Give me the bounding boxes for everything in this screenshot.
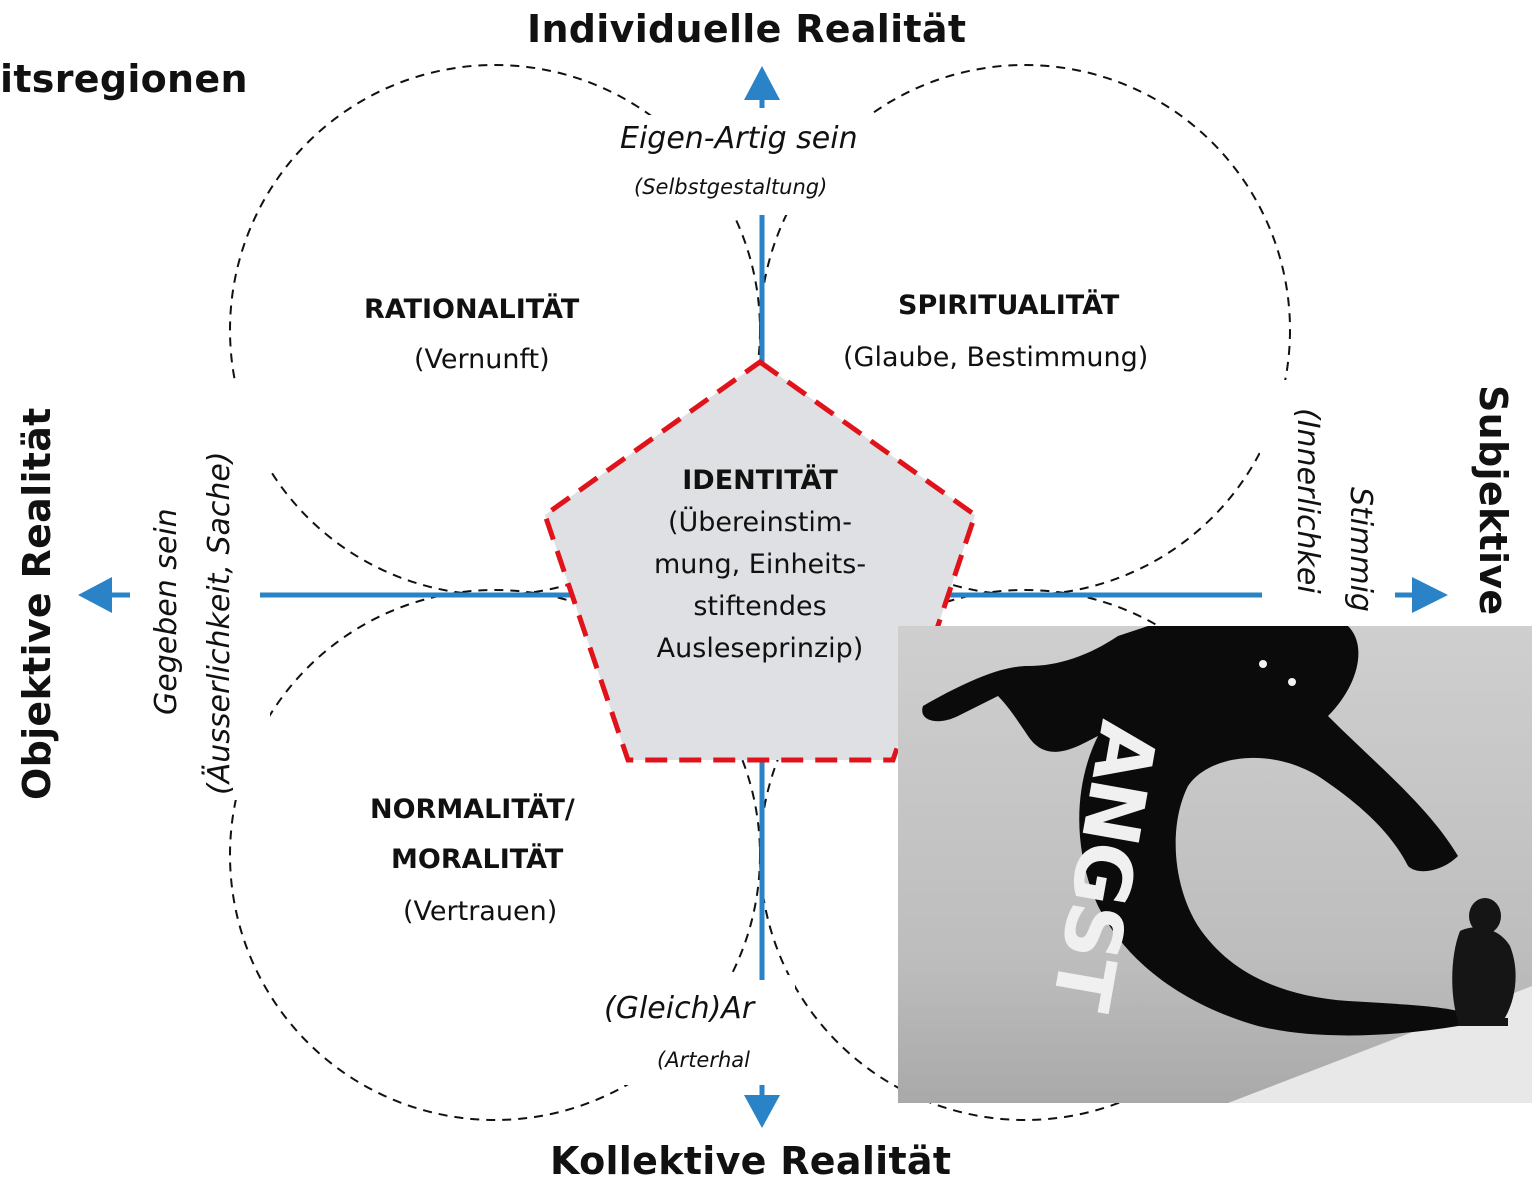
axis-note-left-sub: (Äusserlichkeit, Sache) [202,451,237,795]
axis-note-bottom-main: (Gleich)Ar [604,991,755,1026]
axis-label-top: Individuelle Realität [527,7,967,51]
arrow-up [744,66,780,100]
shadow-monster-shape [922,626,1458,1036]
axis-note-right-main: Stimmig [1343,487,1378,612]
axis-label-bottom: Kollektive Realität [550,1139,952,1183]
identity-line: stiftendes [693,591,827,622]
identity-line: (Übereinstim- [668,507,852,538]
identity-line: Ausleseprinzip) [656,633,864,664]
axis-note-bottom-sub: (Arterhal [657,1048,750,1072]
identity-text-block: IDENTITÄT (Übereinstim- mung, Einheits- … [590,460,930,670]
region-spiritualitaet-title: SPIRITUALITÄT [898,290,1120,321]
axis-note-top-sub: (Selbstgestaltung) [634,175,828,199]
axis-label-left: Objektive Realität [15,407,59,800]
arrow-right [1412,577,1448,613]
region-rationalitaet-sub: (Vernunft) [414,344,550,375]
region-normalitaet-title: NORMALITÄT/ [370,794,575,825]
monster-eye-right [1288,678,1296,686]
region-rationalitaet-title: RATIONALITÄT [364,294,580,325]
identity-title: IDENTITÄT [682,465,838,496]
arrow-down [744,1095,780,1128]
region-spiritualitaet-sub: (Glaube, Bestimmung) [843,342,1149,373]
identity-line: mung, Einheits- [653,549,867,580]
region-normalitaet-sub: (Vertrauen) [403,896,558,927]
identity-pentagon [542,358,978,763]
arrow-left [78,577,112,613]
axis-note-left-main: Gegeben sein [149,508,184,715]
page-title-fragment: itsregionen [0,57,248,101]
axis-note-top-main: Eigen-Artig sein [620,121,858,156]
axis-label-right: Subjektive [1471,385,1515,616]
monster-eye-left [1259,660,1267,668]
region-moralitaet-title: MORALITÄT [391,844,564,875]
crouching-child-figure [1452,898,1516,1026]
axis-note-right-sub: (Innerlichkei [1290,408,1325,594]
angst-illustration: ANGST [898,626,1532,1103]
